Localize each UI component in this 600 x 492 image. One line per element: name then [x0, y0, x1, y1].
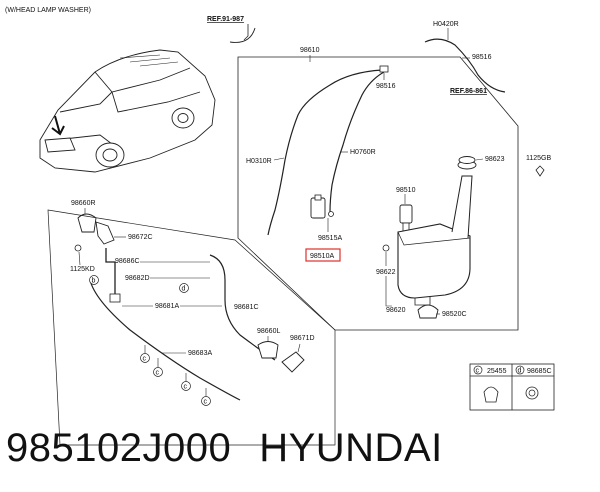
label-98623: 98623 [485, 156, 505, 163]
diagram-note: (W/HEAD LAMP WASHER) [5, 7, 91, 14]
label-98671d: 98671D [290, 335, 315, 342]
ref-86-861[interactable]: REF.86-861 [450, 88, 487, 95]
label-98681a: 98681A [155, 303, 179, 310]
fastener-legend: c 25455 d 98685C [469, 363, 555, 411]
svg-text:c: c [143, 356, 147, 363]
label-98516-top: 98516 [472, 54, 492, 61]
ref-91-987[interactable]: REF.91-987 [207, 16, 244, 23]
nozzle-frame [47, 209, 336, 446]
svg-text:c: c [184, 384, 188, 391]
svg-text:c: c [204, 399, 208, 406]
callout-d: d [179, 283, 189, 293]
assembly-frame [237, 56, 519, 331]
label-98510a[interactable]: 98510A [310, 253, 334, 260]
label-1125kd: 1125KD [70, 266, 95, 273]
washer-reservoir [397, 223, 471, 299]
label-98515a: 98515A [318, 235, 342, 242]
label-98622: 98622 [376, 269, 396, 276]
legend-letter-c: c [476, 368, 480, 375]
caption-brand: HYUNDAI [259, 426, 443, 470]
svg-text:d: d [182, 286, 186, 293]
label-98610: 98610 [300, 47, 320, 54]
highlight-box [305, 248, 341, 262]
label-98620: 98620 [386, 307, 406, 314]
label-h0310r: H0310R [246, 158, 272, 165]
caption-part-number: 985102J000 [6, 426, 232, 470]
label-98683a: 98683A [188, 350, 212, 357]
label-98660r: 98660R [71, 200, 96, 207]
legend-letter-d: d [518, 368, 522, 375]
legend-part-25455: 25455 [487, 368, 507, 375]
label-98681c: 98681C [234, 304, 259, 311]
label-h0420r: H0420R [433, 21, 459, 28]
label-h0760r: H0760R [350, 149, 376, 156]
label-98516-mid: 98516 [376, 83, 396, 90]
label-98520c: 98520C [442, 311, 467, 318]
label-98682d: 98682D [125, 275, 150, 282]
legend-part-98685c: 98685C [527, 368, 552, 375]
svg-text:c: c [156, 370, 160, 377]
label-98672c: 98672C [128, 234, 153, 241]
label-98660l: 98660L [257, 328, 280, 335]
callout-c-3: c [181, 381, 191, 391]
callout-b: b [89, 275, 99, 285]
callout-c-2: c [153, 367, 163, 377]
part-caption: 985102J000 HYUNDAI [6, 426, 471, 471]
vehicle-illustration [39, 49, 216, 173]
svg-text:b: b [92, 278, 96, 285]
label-1125gb: 1125GB [526, 155, 551, 162]
callout-c-4: c [201, 396, 211, 406]
callout-c-1: c [140, 353, 150, 363]
label-98510: 98510 [396, 187, 416, 194]
label-98686c: 98686C [115, 258, 140, 265]
